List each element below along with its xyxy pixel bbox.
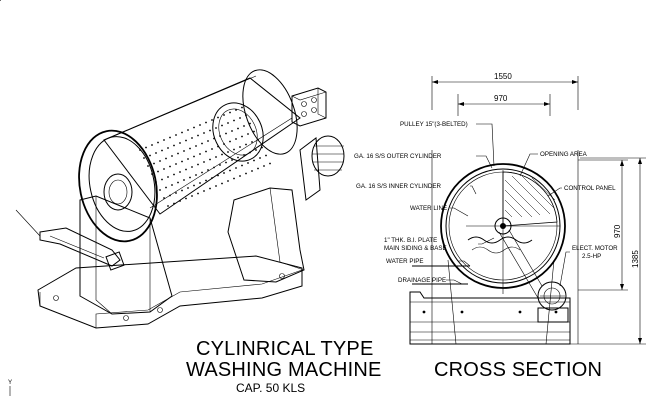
- callout-control-panel: CONTROL PANEL: [564, 185, 616, 192]
- rear-flange: [242, 69, 298, 155]
- perforations: [0, 0, 271, 207]
- base-plate: [37, 255, 303, 329]
- callout-opening-area: OPENING AREA: [540, 151, 588, 158]
- water-line-wave: [467, 236, 533, 244]
- cross-motor: [537, 281, 569, 323]
- callout-pulley: PULLEY 15"(3-BELTED): [400, 121, 468, 128]
- cross-section-view: 1550 970 970 1385: [354, 72, 646, 381]
- callout-plate-line-2: MAIN SIDING & BASE: [384, 245, 447, 252]
- leader-lines: [446, 123, 570, 287]
- callout-water-line: WATER LINE: [410, 205, 447, 212]
- dimension-inner-width: 970: [457, 94, 551, 116]
- drain-pipe: [15, 209, 125, 271]
- drum-door: [212, 102, 264, 162]
- section-title: CROSS SECTION: [434, 359, 602, 381]
- capacity-label: CAP. 50 KLS: [236, 381, 305, 395]
- control-box: [291, 87, 327, 127]
- motor: [299, 135, 345, 201]
- cylinder-drum: [103, 77, 301, 215]
- title-line-1: CYLINRICAL TYPE: [196, 338, 374, 360]
- isometric-view: CYLINRICAL TYPE WASHING MACHINE CAP. 50 …: [0, 0, 382, 395]
- callout-motor-line-2: 2.5-HP: [582, 253, 601, 260]
- svg-text:1385: 1385: [631, 250, 640, 268]
- dimension-right-970: 970: [578, 159, 628, 291]
- callout-drainage-pipe: DRAINAGE PIPE: [398, 277, 446, 284]
- front-hub: [103, 173, 133, 211]
- svg-text:1550: 1550: [494, 72, 512, 81]
- dimension-right-1385: 1385: [570, 157, 646, 345]
- opening-area-wedge: [502, 171, 558, 227]
- svg-text:970: 970: [613, 224, 622, 238]
- front-end-disc: [78, 129, 158, 243]
- callout-water-pipe: WATER PIPE: [386, 258, 423, 265]
- axis-marker: Y: [8, 379, 12, 396]
- title-line-2: WASHING MACHINE: [186, 359, 382, 381]
- svg-text:970: 970: [494, 94, 508, 103]
- callout-outer-cylinder: GA. 16 S/S OUTER CYLINDER: [354, 153, 442, 160]
- callout-plate-line-1: 1" THK. B.I. PLATE: [384, 237, 437, 244]
- right-support-frame: [227, 187, 305, 283]
- cross-hub: [494, 217, 512, 235]
- left-support-frame: [79, 195, 173, 315]
- dimension-overall-width: 1550: [431, 72, 579, 110]
- svg-text:Y: Y: [8, 379, 12, 386]
- callout-motor-line-1: ELECT. MOTOR: [572, 245, 618, 252]
- callout-inner-cylinder: GA. 16 S/S INNER CYLINDER: [356, 183, 441, 190]
- base-structure: [409, 150, 579, 345]
